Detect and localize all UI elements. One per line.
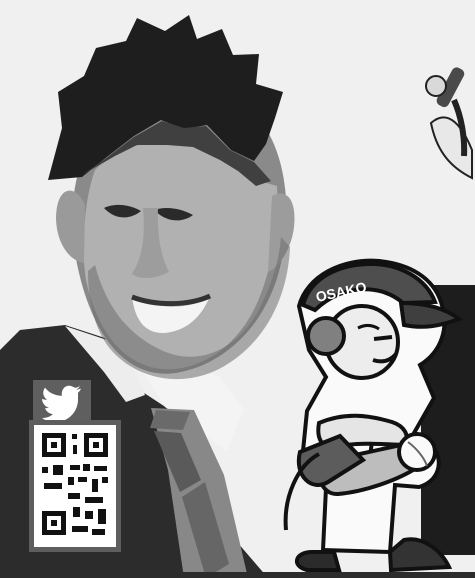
baseball-player-illustration: OSAKO	[283, 258, 464, 573]
qr-code[interactable]	[29, 420, 121, 552]
qr-code-icon	[34, 425, 116, 547]
twitter-icon	[42, 385, 81, 422]
baseball-bat-illustration	[425, 67, 473, 180]
bottom-border	[0, 572, 475, 578]
